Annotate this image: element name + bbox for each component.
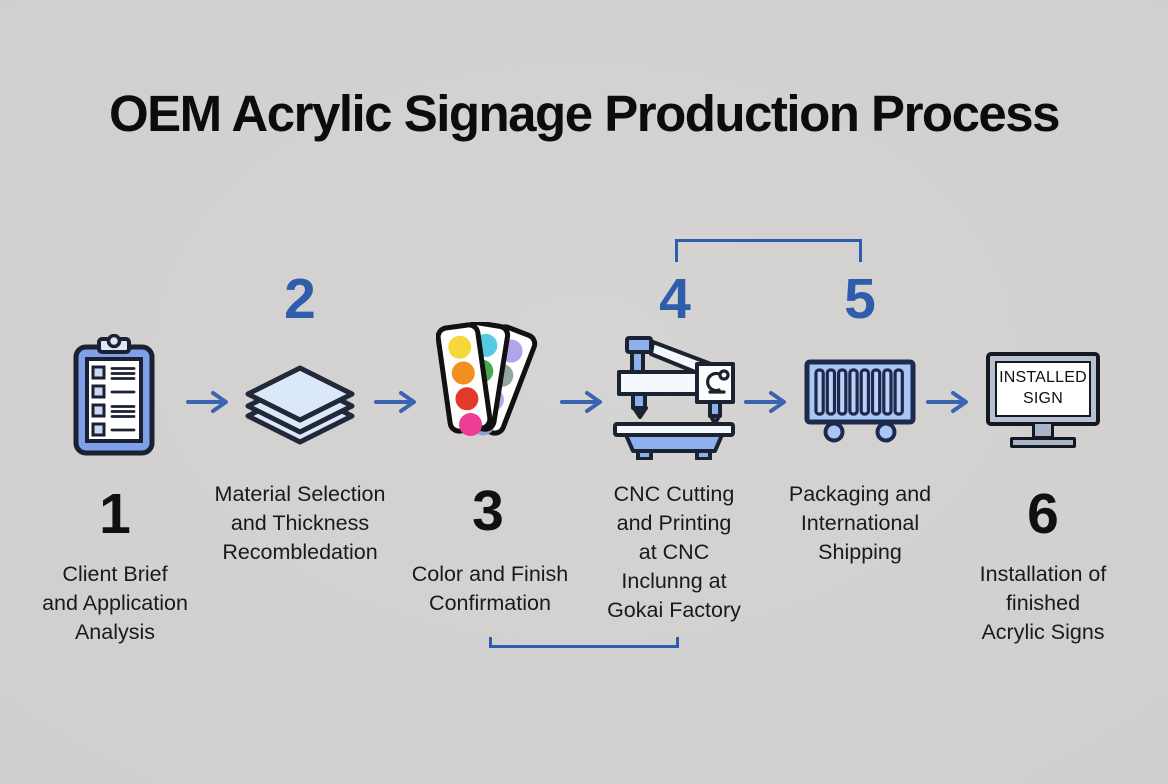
step-label: Color and Finish Confirmation <box>385 560 595 618</box>
step-label-line: International <box>800 511 920 535</box>
step-label: Client Brief and Application Analysis <box>15 560 215 647</box>
step-label-line: Color and Finish <box>411 562 569 586</box>
arrow-right-icon <box>744 391 786 413</box>
step-label-line: Recombledation <box>222 540 378 564</box>
connector-bracket-top-4-5 <box>675 239 862 262</box>
color-swatches-icon <box>436 322 538 437</box>
page-title: OEM Acrylic Signage Production Process <box>108 85 1061 142</box>
step-label-line: and Thickness <box>230 511 370 535</box>
monitor-bezel: INSTALLED SIGN <box>986 352 1100 426</box>
step-label-line: Client Brief <box>62 562 168 586</box>
shipping-container-icon <box>804 359 916 443</box>
step-number: 6 <box>1027 482 1059 546</box>
step-label-line: Shipping <box>818 540 902 564</box>
step-label: Material Selection and Thickness Recombl… <box>195 480 405 567</box>
step-label: Packaging and International Shipping <box>760 480 960 567</box>
step-label-line: Inclunng at <box>621 569 727 593</box>
step-label-line: Installation of <box>979 562 1107 586</box>
step-number: 2 <box>284 267 316 331</box>
step-number: 3 <box>472 479 504 543</box>
arrow-right-icon <box>374 391 416 413</box>
step-label-line: Gokai Factory <box>607 598 741 622</box>
step-number: 5 <box>844 267 876 331</box>
step-label-line: finished <box>1005 591 1081 615</box>
monitor-icon: INSTALLED SIGN <box>986 352 1100 448</box>
step-label-line: Confirmation <box>429 591 551 615</box>
step-label-line: Acrylic Signs <box>981 620 1105 644</box>
connector-bracket-bottom-3-4 <box>489 637 679 648</box>
step-label: Installation of finished Acrylic Signs <box>943 560 1143 647</box>
step-label-line: Material Selection <box>214 482 386 506</box>
step-number: 1 <box>99 482 131 546</box>
arrow-right-icon <box>926 391 968 413</box>
monitor-screen-text: INSTALLED SIGN <box>995 361 1091 417</box>
step-label-line: Packaging and <box>788 482 932 506</box>
step-label-line: at CNC <box>638 540 710 564</box>
step-label-line: CNC Cutting <box>613 482 735 506</box>
layers-icon <box>245 365 355 445</box>
cnc-machine-icon <box>613 336 735 460</box>
monitor-stand-base <box>1010 437 1076 448</box>
step-label-line: and Printing <box>616 511 732 535</box>
arrow-right-icon <box>560 391 602 413</box>
arrow-right-icon <box>186 391 228 413</box>
clipboard-icon <box>73 334 155 456</box>
step-number: 4 <box>659 267 691 331</box>
step-label-line: Analysis <box>74 620 156 644</box>
step-label-line: and Application <box>42 591 188 615</box>
step-label: CNC Cutting and Printing at CNC Inclunng… <box>574 480 774 625</box>
